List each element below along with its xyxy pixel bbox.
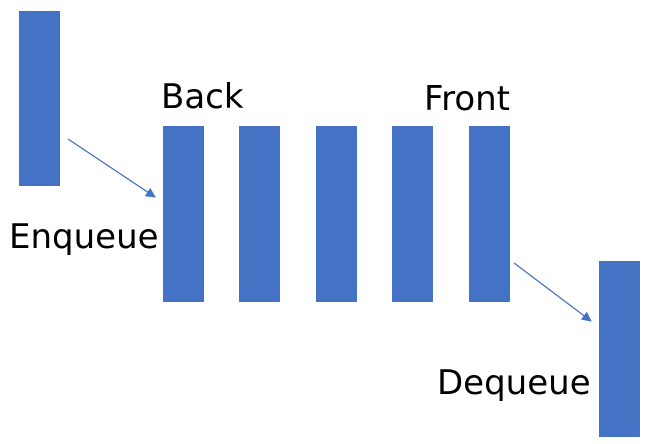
queue-slot xyxy=(392,126,433,302)
incoming-element xyxy=(19,11,60,186)
front-label: Front xyxy=(424,79,510,119)
queue-slot xyxy=(163,126,204,302)
back-label: Back xyxy=(161,77,244,117)
outgoing-element xyxy=(599,261,640,437)
queue-slots xyxy=(163,126,510,302)
dequeue-label: Dequeue xyxy=(437,363,591,403)
enqueue-arrow xyxy=(67,138,156,198)
enqueue-label: Enqueue xyxy=(9,217,159,257)
queue-slot xyxy=(469,126,510,302)
queue-slot xyxy=(316,126,357,302)
queue-slot xyxy=(239,126,280,302)
dequeue-arrow xyxy=(513,262,592,322)
